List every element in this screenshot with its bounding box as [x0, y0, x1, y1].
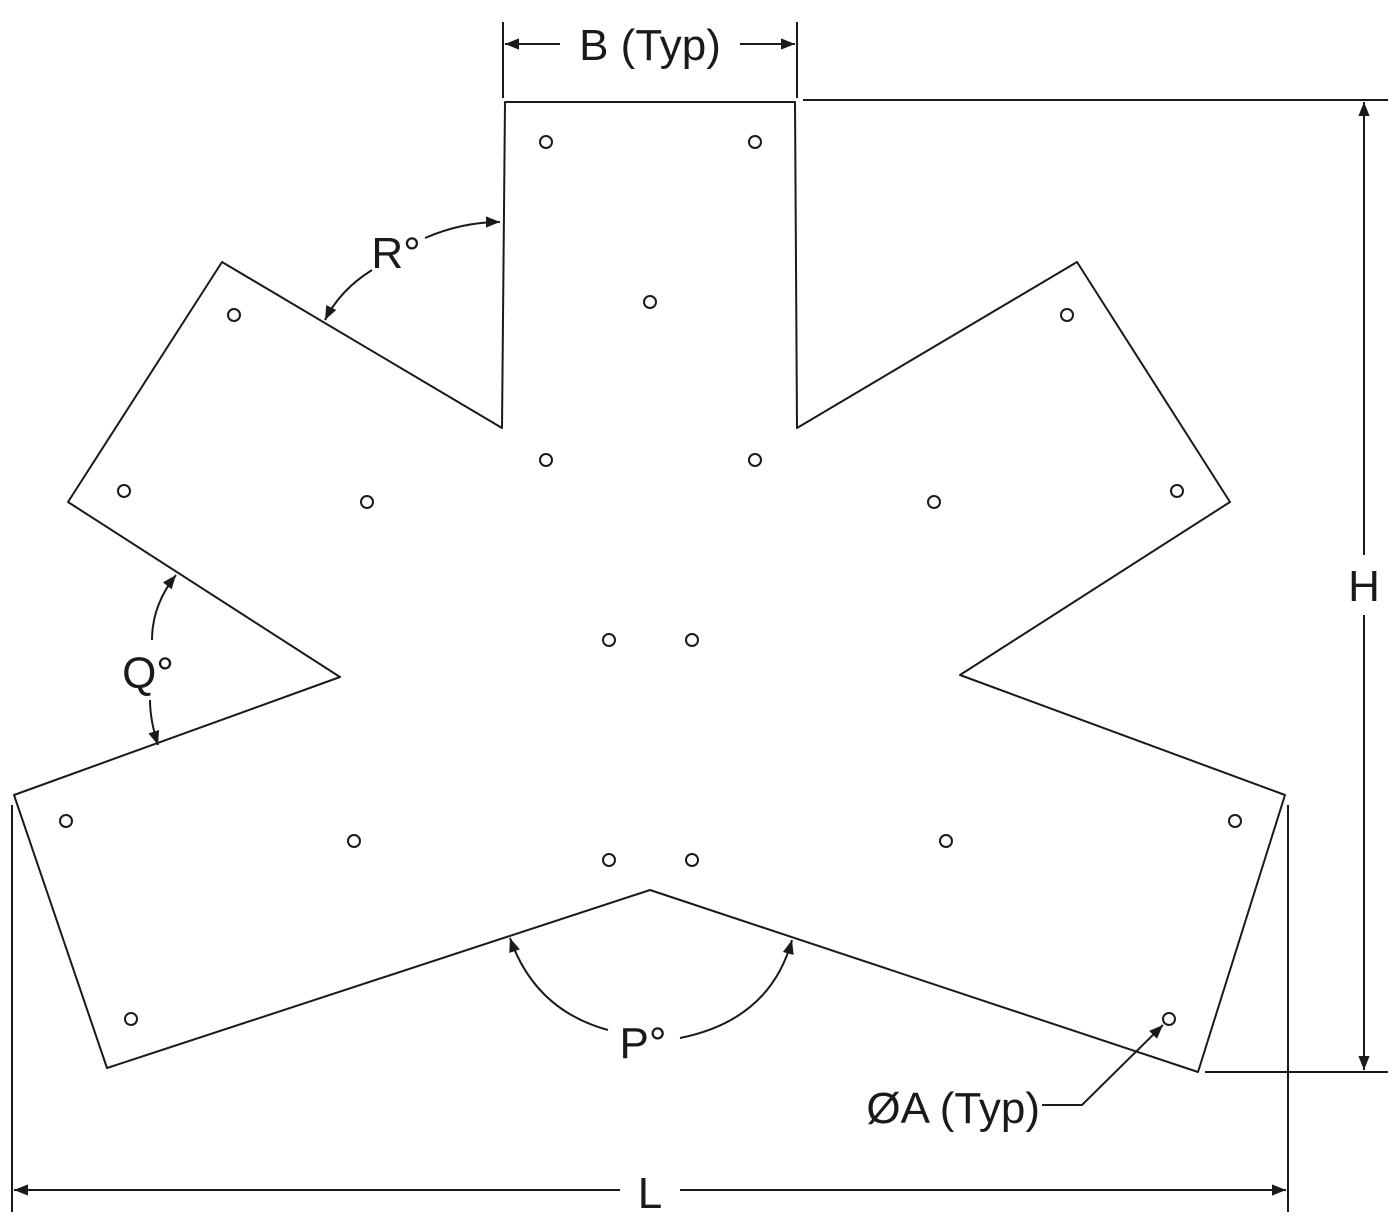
dimension-h: H [803, 99, 1388, 1073]
hole [685, 633, 699, 647]
hole [539, 453, 553, 467]
hole [602, 633, 616, 647]
dimension-h-label: H [1348, 562, 1380, 611]
dimension-l: L [11, 805, 1289, 1218]
dimension-l-label: L [638, 1169, 662, 1218]
angle-q: Q° [122, 574, 177, 746]
hole [685, 853, 699, 867]
hole [124, 1012, 138, 1026]
hole [643, 295, 657, 309]
dimension-b: B (Typ) [502, 21, 798, 98]
hole [227, 308, 241, 322]
angle-r-label: R° [371, 229, 420, 278]
mounting-holes [59, 135, 1242, 1026]
dimension-b-label: B (Typ) [579, 21, 721, 70]
angle-arc [151, 574, 177, 641]
hole [748, 135, 762, 149]
angle-arc [148, 699, 160, 746]
leader-line [1042, 1024, 1164, 1106]
hole-diameter-callout: ØA (Typ) [866, 1024, 1164, 1133]
hole [347, 834, 361, 848]
angle-r: R° [324, 216, 501, 321]
hole [748, 453, 762, 467]
hole [939, 834, 953, 848]
hole [360, 495, 374, 509]
angle-q-label: Q° [122, 649, 174, 698]
hole [59, 814, 73, 828]
hole [602, 853, 616, 867]
angle-arc [324, 269, 373, 321]
hole [927, 495, 941, 509]
plate-outline [13, 101, 1286, 1073]
angle-arc [509, 937, 609, 1031]
hole [1228, 814, 1242, 828]
hole-diameter-label: ØA (Typ) [866, 1084, 1040, 1133]
angle-p-label: P° [620, 1019, 667, 1068]
hole [1060, 308, 1074, 322]
angle-arc [679, 939, 794, 1039]
angle-arc [424, 216, 501, 239]
hole [1170, 484, 1184, 498]
hole [539, 135, 553, 149]
hole [117, 484, 131, 498]
hole [1162, 1012, 1176, 1026]
angle-p: P° [509, 937, 794, 1068]
